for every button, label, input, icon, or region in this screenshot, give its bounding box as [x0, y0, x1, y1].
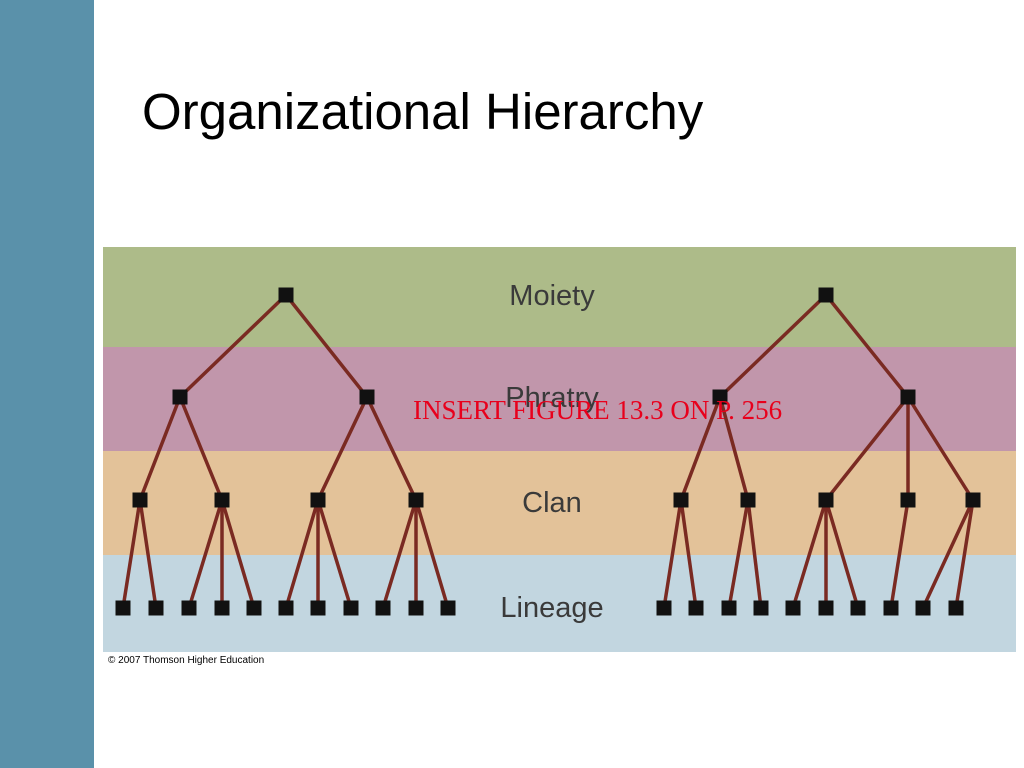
hierarchy-edge [954, 499, 975, 609]
lineage-node [440, 600, 456, 616]
label-lineage: Lineage [500, 592, 603, 624]
clan-node [818, 492, 834, 508]
moiety-node [818, 287, 834, 303]
hierarchy-edge [746, 499, 763, 609]
slide-sidebar-accent [0, 0, 94, 768]
hierarchy-edge [316, 396, 369, 501]
slide-title: Organizational Hierarchy [142, 83, 704, 140]
lineage-node [785, 600, 801, 616]
phratry-node [900, 389, 916, 405]
lineage-node [148, 600, 164, 616]
label-phratry: Phratry [505, 382, 599, 414]
lineage-node [948, 600, 964, 616]
clan-node [408, 492, 424, 508]
hierarchy-edge [381, 499, 418, 609]
band-phratry [103, 347, 1016, 451]
lineage-node [375, 600, 391, 616]
hierarchy-edge [178, 293, 288, 399]
band-clan [103, 451, 1016, 555]
lineage-node [278, 600, 294, 616]
hierarchy-edge [138, 396, 182, 501]
hierarchy-edge [679, 499, 698, 609]
hierarchy-edge [220, 499, 256, 609]
clan-node [965, 492, 981, 508]
hierarchy-edge [178, 396, 224, 501]
lineage-node [883, 600, 899, 616]
clan-node [673, 492, 689, 508]
lineage-node [115, 600, 131, 616]
hierarchy-edge [824, 499, 860, 609]
hierarchy-edge [138, 499, 158, 609]
lineage-node [753, 600, 769, 616]
hierarchy-diagram-svg: Moiety Phratry Clan Lineage [103, 247, 1016, 652]
label-moiety: Moiety [509, 280, 595, 312]
hierarchy-edge [187, 499, 224, 609]
lineage-node [343, 600, 359, 616]
hierarchy-edge [921, 499, 975, 609]
hierarchy-edge [718, 293, 828, 399]
lineage-node [181, 600, 197, 616]
copyright-credit: © 2007 Thomson Higher Education [108, 655, 265, 666]
clan-node [132, 492, 148, 508]
hierarchy-edge [662, 499, 683, 609]
phratry-node [712, 389, 728, 405]
hierarchy-edge [679, 396, 722, 501]
hierarchy-edge [906, 396, 975, 501]
lineage-node [850, 600, 866, 616]
hierarchy-edge [824, 395, 910, 502]
hierarchy-diagram: Moiety Phratry Clan Lineage [103, 247, 1016, 652]
insert-figure-note: INSERT FIGURE 13.3 ON P. 256 [413, 395, 783, 425]
hierarchy-edge [414, 499, 450, 609]
clan-node [900, 492, 916, 508]
lineage-node [246, 600, 262, 616]
hierarchy-edge [121, 499, 142, 609]
lineage-node [915, 600, 931, 616]
hierarchy-edge [316, 499, 353, 609]
diagram-nodes [115, 287, 981, 616]
lineage-node [310, 600, 326, 616]
hierarchy-edge [889, 499, 910, 609]
lineage-node [721, 600, 737, 616]
lineage-node [408, 600, 424, 616]
moiety-node [278, 287, 294, 303]
lineage-node [818, 600, 834, 616]
phratry-node [359, 389, 375, 405]
hierarchy-edge [824, 293, 910, 399]
hierarchy-edge [365, 396, 418, 501]
hierarchy-edge [727, 499, 750, 609]
hierarchy-edge [718, 396, 750, 501]
hierarchy-edge [284, 499, 320, 609]
lineage-node [214, 600, 230, 616]
label-clan: Clan [522, 487, 582, 519]
phratry-node [172, 389, 188, 405]
clan-node [214, 492, 230, 508]
lineage-node [656, 600, 672, 616]
lineage-node [688, 600, 704, 616]
band-moiety [103, 247, 1016, 347]
clan-node [740, 492, 756, 508]
hierarchy-edge [284, 293, 369, 399]
clan-node [310, 492, 326, 508]
diagram-edges [121, 293, 975, 609]
hierarchy-edge [791, 499, 828, 609]
